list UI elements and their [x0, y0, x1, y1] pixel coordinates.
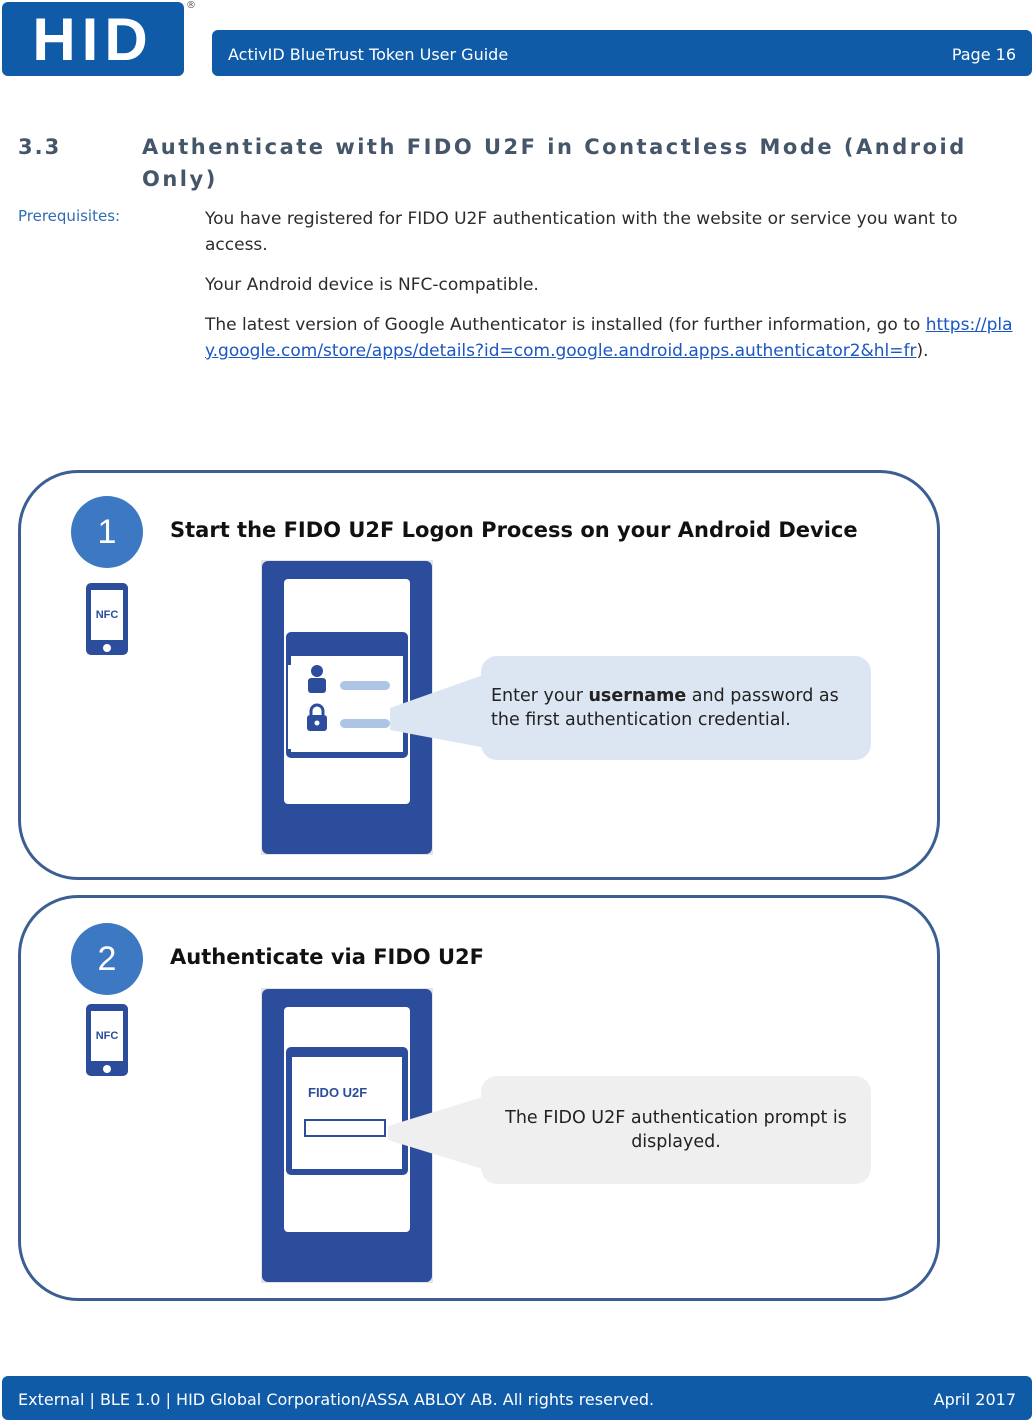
step-1-title: Start the FIDO U2F Logon Process on your…: [170, 518, 858, 542]
nfc-phone-icon: NFC: [86, 583, 128, 655]
step-1-callout-text: Enter your username and password as the …: [491, 686, 839, 730]
callout-pointer-1: [390, 674, 486, 748]
nfc-phone-icon-2: NFC: [86, 1004, 128, 1076]
fido-input-box: [304, 1119, 386, 1137]
step-2-number: 2: [71, 923, 143, 995]
fido-card: FIDO U2F: [292, 1057, 402, 1169]
page-number: Page 16: [951, 45, 1016, 64]
prerequisite-item-3-text: The latest version of Google Authenticat…: [205, 315, 926, 335]
hid-logo-background: [2, 2, 184, 76]
nfc-phone-button-icon-2: [103, 1065, 111, 1073]
step-1-number: 1: [71, 496, 143, 568]
footer-date: April 2017: [933, 1390, 1016, 1409]
lock-icon: [307, 703, 327, 731]
google-authenticator-link[interactable]: https://play.google.com/store/apps/detai…: [205, 315, 1013, 361]
registered-mark: ®: [186, 0, 196, 11]
nfc-phone-button-icon: [103, 644, 111, 652]
footer-copyright: External | BLE 1.0 | HID Global Corporat…: [18, 1390, 655, 1409]
prerequisite-item-3-end: ).: [916, 341, 929, 361]
prerequisite-item-3: The latest version of Google Authenticat…: [205, 312, 1025, 364]
callout-pointer-2: [388, 1096, 486, 1170]
step-1-callout: Enter your username and password as the …: [481, 656, 871, 760]
step-2-callout-text: The FIDO U2F authentication prompt is di…: [505, 1108, 847, 1152]
section-number: 3.3: [18, 135, 62, 159]
prerequisite-item-2: Your Android device is NFC-compatible.: [205, 275, 539, 295]
hid-logo: HID: [32, 5, 154, 73]
footer-bar: External | BLE 1.0 | HID Global Corporat…: [2, 1376, 1032, 1420]
login-card-body: [288, 665, 396, 749]
fido-u2f-label: FIDO U2F: [308, 1085, 368, 1100]
step-2-callout: The FIDO U2F authentication prompt is di…: [481, 1076, 871, 1184]
user-icon: [308, 665, 326, 693]
section-title: Authenticate with FIDO U2F in Contactles…: [142, 135, 967, 191]
prerequisite-item-1: You have registered for FIDO U2F authent…: [205, 209, 958, 255]
document-title: ActivID BlueTrust Token User Guide: [228, 45, 509, 64]
header-bar: ActivID BlueTrust Token User Guide Page …: [212, 30, 1032, 76]
step-2-title: Authenticate via FIDO U2F: [170, 945, 484, 969]
username-field-icon: [340, 681, 390, 690]
nfc-label: NFC: [91, 590, 123, 640]
password-field-icon: [340, 719, 390, 728]
prerequisites-label: Prerequisites:: [18, 207, 121, 225]
nfc-label-2: NFC: [91, 1011, 123, 1061]
